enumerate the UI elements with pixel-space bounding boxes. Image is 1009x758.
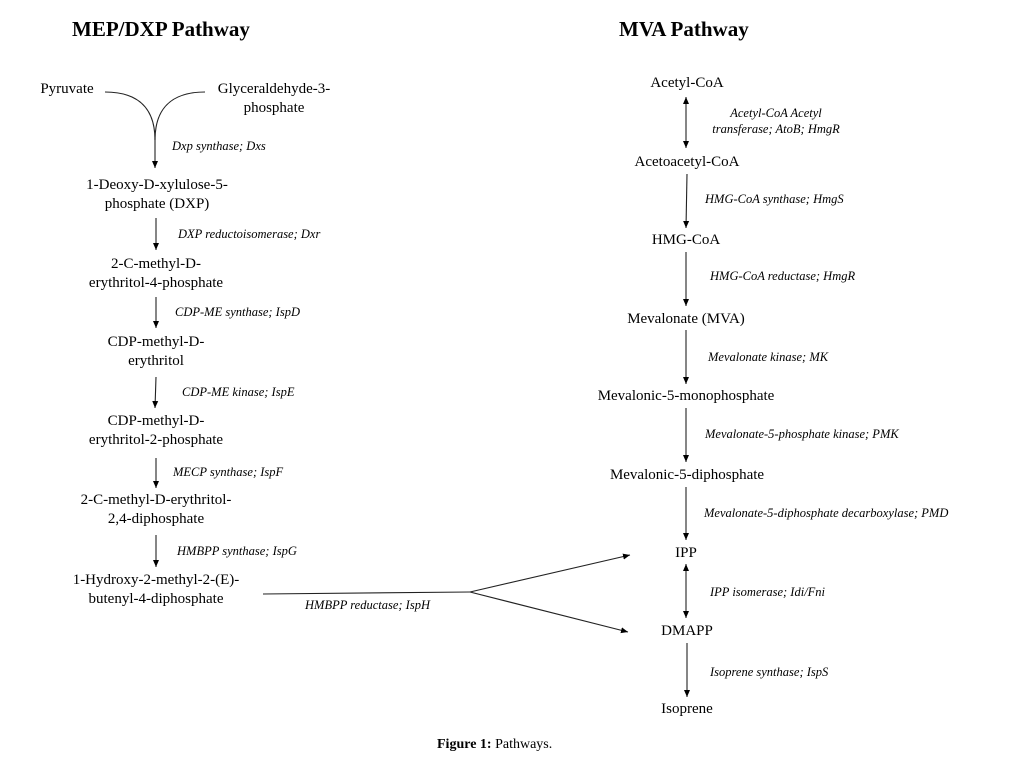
mva-pathway-title: MVA Pathway [619,17,749,41]
node-dxp: 1-Deoxy-D-xylulose-5- phosphate (DXP) [86,176,228,214]
node-mecpp-line2: 2,4-diphosphate [107,511,205,527]
node-hmbpp: 1-Hydroxy-2-methyl-2-(E)- butenyl-4-dipho… [73,571,240,609]
node-mevalonate: Mevalonate (MVA) [627,311,745,327]
node-glyceraldehyde-3-phosphate: Glyceraldehyde-3- phosphate [218,80,330,118]
node-cdp-mep-line1: CDP-methyl-D- [107,413,205,429]
node-cdp-mep-line2: erythritol-2-phosphate [88,432,224,448]
arrow-cdpme-cdpmep [152,376,159,409]
node-mecpp-line1: 2-C-methyl-D-erythritol- [80,492,232,508]
arrow-to-ipp [469,553,631,593]
node-dxp-line2: phosphate (DXP) [104,196,210,212]
enzyme-hmgr: HMG-CoA reductase; HmgR [710,269,856,283]
node-g3p-line2: phosphate [243,100,305,116]
enzyme-ispf: MECP synthase; IspF [173,465,284,479]
enzyme-idi: IPP isomerase; Idi/Fni [710,585,826,599]
node-cdp-me-line2: erythritol [128,353,184,369]
hmbpp-branch-line [262,591,471,595]
arrow-to-dmapp [469,591,629,634]
enzyme-ispe: CDP-ME kinase; IspE [182,385,295,399]
enzyme-ispd: CDP-ME synthase; IspD [175,305,300,319]
node-hmbpp-line2: butenyl-4-diphosphate [88,591,224,607]
mep-pathway-title: MEP/DXP Pathway [72,17,250,41]
enzyme-isph: HMBPP reductase; IspH [305,598,430,612]
enzyme-pmk: Mevalonate-5-phosphate kinase; PMK [705,427,899,441]
node-hmg-coa: HMG-CoA [651,232,721,248]
node-isoprene: Isoprene [661,701,713,717]
figure-caption-label: Figure 1: [437,737,492,752]
node-acetyl-coa: Acetyl-CoA [650,75,724,91]
node-mep-line2: erythritol-4-phosphate [88,275,224,291]
node-cdp-me-line1: CDP-methyl-D- [107,334,205,350]
enzyme-dxs: Dxp synthase; Dxs [172,139,266,153]
node-g3p-line1: Glyceraldehyde-3- [217,81,331,97]
node-dxp-line1: 1-Deoxy-D-xylulose-5- [86,177,228,193]
node-mecpp: 2-C-methyl-D-erythritol- 2,4-diphosphate [81,491,232,529]
node-mevalonic-5-monophosphate: Mevalonic-5-monophosphate [597,388,775,404]
node-dmapp: DMAPP [661,623,713,639]
node-acetoacetyl-coa: Acetoacetyl-CoA [634,154,740,170]
figure-caption: Figure 1: Pathways. [437,737,552,753]
arrow-acetoacetylcoa-hmgcoa [683,173,690,229]
pyruvate-curve [104,91,156,141]
node-hmbpp-line1: 1-Hydroxy-2-methyl-2-(E)- [72,572,240,588]
enzyme-pmd: Mevalonate-5-diphosphate decarboxylase; … [704,506,949,520]
node-mep: 2-C-methyl-D-erythritol-4-phosphate [89,255,223,293]
enzyme-ispg: HMBPP synthase; IspG [177,544,297,558]
node-pyruvate: Pyruvate [40,81,94,97]
node-mevalonic-5-diphosphate: Mevalonic-5-diphosphate [609,467,765,483]
node-ipp: IPP [675,545,697,561]
node-mep-line1: 2-C-methyl-D- [111,256,201,272]
enzyme-atob-line1: Acetyl-CoA Acetyl [730,106,822,120]
enzyme-mk: Mevalonate kinase; MK [708,350,829,364]
node-cdp-mep: CDP-methyl-D-erythritol-2-phosphate [89,412,223,450]
g3p-curve [154,91,206,141]
enzyme-hmgs: HMG-CoA synthase; HmgS [705,192,844,206]
enzyme-dxr: DXP reductoisomerase; Dxr [178,227,321,241]
enzyme-atob-line2: transferase; AtoB; HmgR [712,122,840,136]
node-cdp-me: CDP-methyl-D-erythritol [108,333,205,371]
enzyme-isps: Isoprene synthase; IspS [710,665,829,679]
enzyme-atob: Acetyl-CoA Acetyl transferase; AtoB; HmgR [712,105,840,137]
figure-caption-text: Pathways. [491,737,553,752]
